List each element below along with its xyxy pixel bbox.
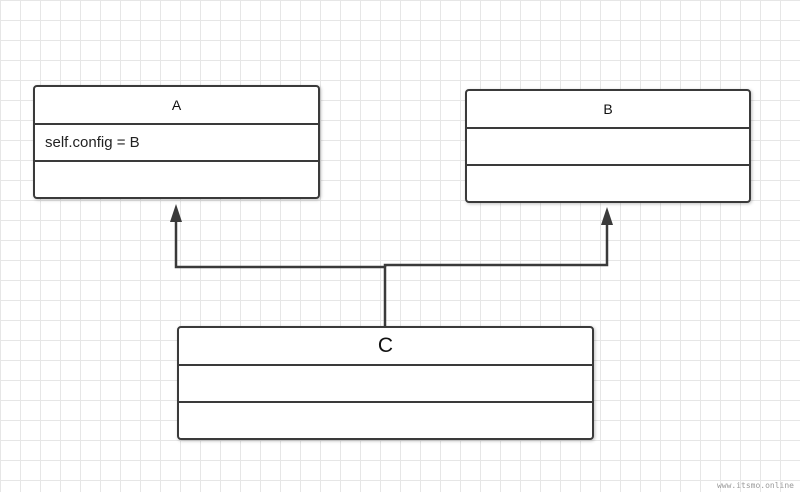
class-b-name: B [603,101,613,117]
class-a-name: A [171,97,182,113]
class-b[interactable]: B [465,89,751,203]
class-a-methods [35,160,318,197]
class-a-attribute: self.config = B [45,134,140,151]
class-c-attributes [179,364,592,401]
arrowhead-b-icon [601,207,613,225]
class-a-attributes: self.config = B [35,123,318,160]
edge-c-to-a [174,212,387,326]
class-c-methods [179,401,592,438]
class-c-name: C [377,334,394,357]
class-a[interactable]: A self.config = B [33,85,320,199]
watermark: www.itsmo.online [716,481,794,490]
edge-c-to-b [383,216,609,267]
class-b-methods [467,164,749,201]
class-c[interactable]: C [177,326,594,440]
arrowhead-a-icon [170,204,182,222]
class-b-attributes [467,127,749,164]
